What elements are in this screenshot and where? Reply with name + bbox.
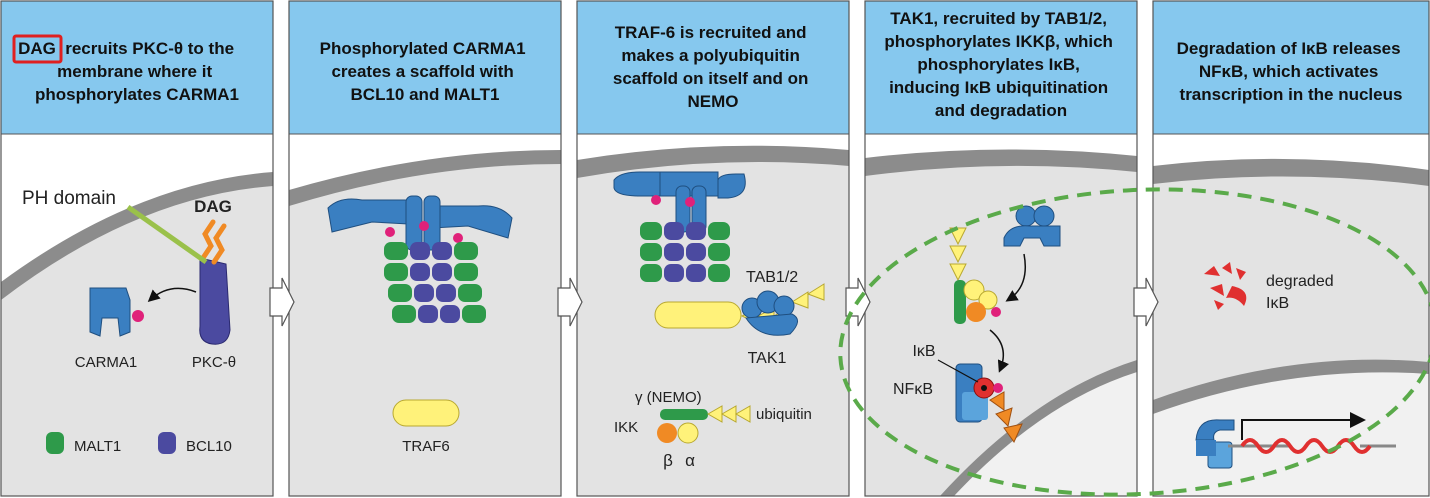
beta-label: β xyxy=(663,451,673,470)
malt1-legend-icon xyxy=(46,432,64,454)
ubiquitin-label: ubiquitin xyxy=(756,406,812,423)
dag-highlight-label: DAG xyxy=(18,39,56,58)
ikb-phospho-arrow xyxy=(989,329,1009,373)
ikb-nfkb-complex-4 xyxy=(955,363,1003,423)
step-arrow-4 xyxy=(1133,277,1159,327)
ph-domain-label: PH domain xyxy=(22,188,116,209)
header-boxes xyxy=(0,0,1430,135)
panel-5-header: Degradation of IκB releases NFκB, which … xyxy=(1177,39,1406,104)
bcl10-label: BCL10 xyxy=(186,438,232,455)
step-arrow-1 xyxy=(269,277,295,327)
malt1-label: MALT1 xyxy=(74,438,121,455)
panel-2-header: Phosphorylated CARMA1 creates a scaffold… xyxy=(320,39,531,104)
phosphate-dot xyxy=(132,310,144,322)
bcl10-malt1-stack xyxy=(384,242,486,323)
ubiquitin-chain-4 xyxy=(989,391,1023,444)
nfkb-label: NFκB xyxy=(893,381,933,398)
gamma-nemo-label: γ (NEMO) xyxy=(635,389,702,406)
phosphorylation-arrow xyxy=(147,287,197,303)
ubiquitin-chain-3 xyxy=(706,405,751,423)
dag-label: DAG xyxy=(194,197,232,216)
carma1-label: CARMA1 xyxy=(75,354,138,371)
dag-lipid-icon xyxy=(200,219,227,265)
degraded-ikb-label: degraded IκB xyxy=(1266,273,1338,312)
pkc-label: PKC-θ xyxy=(192,354,236,371)
ikb-pointer-line xyxy=(937,359,979,383)
ikk-beta-shape xyxy=(657,423,677,443)
panel-4-header: TAK1, recruited by TAB1/2, phosphorylate… xyxy=(884,9,1117,120)
nemo-shape xyxy=(660,409,708,420)
tab12-tak1-complex xyxy=(741,290,798,336)
step-arrow-2 xyxy=(557,277,583,327)
ph-domain-pointer xyxy=(126,204,208,265)
ikk-alpha-shape xyxy=(677,422,699,444)
traf6-shape xyxy=(392,399,460,427)
tak1-label: TAK1 xyxy=(748,350,787,367)
ikb-label: IκB xyxy=(912,343,935,360)
panel-3-header: TRAF-6 is recruited and makes a polyubiq… xyxy=(613,23,813,111)
ikk-label: IKK xyxy=(614,419,638,436)
carma1-shape xyxy=(89,287,131,337)
bcl10-malt1-stack-3 xyxy=(640,222,730,282)
polyubiquitin-chain-4 xyxy=(949,227,967,282)
tak1-tab-complex-4 xyxy=(1003,205,1061,247)
traf6-label: TRAF6 xyxy=(402,438,450,455)
bcl10-legend-icon xyxy=(158,432,176,454)
transcription-arrow xyxy=(1241,412,1366,440)
traf6-shape-3 xyxy=(654,301,742,329)
tab12-label: TAB1/2 xyxy=(746,269,798,286)
panel-1-header: recruits PKC-θ to the membrane where it … xyxy=(35,39,239,104)
alpha-label: α xyxy=(685,451,695,470)
tak1-activation-arrow xyxy=(1005,253,1026,302)
ikk-complex-4 xyxy=(954,279,1001,324)
degraded-ikb-fragments xyxy=(1204,262,1247,310)
carma1-scaffold xyxy=(327,195,513,251)
dag-highlight-box xyxy=(12,34,63,64)
pkc-theta-shape xyxy=(199,257,231,345)
highlight-dashed-ellipse xyxy=(838,187,1430,497)
